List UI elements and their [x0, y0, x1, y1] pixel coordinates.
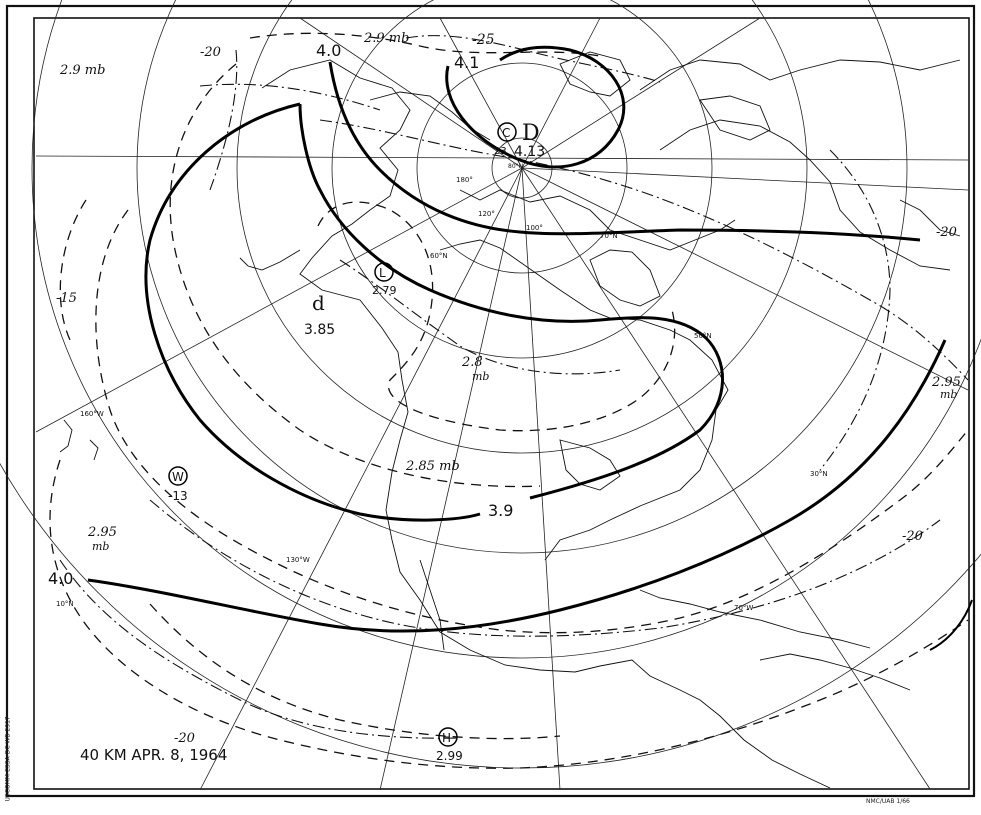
label-contour-3-9: 3.9	[488, 501, 513, 520]
contour-4-1	[445, 45, 626, 169]
cold-center: C D 23 4.13	[494, 121, 545, 160]
d-center-value: 3.85	[304, 322, 335, 338]
cold-center-symbol: C	[502, 126, 510, 140]
label-2-8: 2.8	[461, 355, 483, 370]
low-center-symbol: L	[379, 266, 386, 280]
map-border	[5, 4, 976, 798]
meridian-130w: 130°W	[286, 556, 310, 564]
contour-fragment	[929, 599, 973, 651]
label-2-95-left: 2.95	[87, 525, 117, 540]
credit-label: NMC/UAB 1/66	[866, 798, 910, 805]
label-temp-minus20-a: -20	[200, 45, 221, 60]
meridian-10n: 10°N	[56, 600, 74, 608]
label-temp-minus20-d: -20	[174, 731, 195, 746]
height-contours	[87, 45, 947, 633]
label-contour-4-0-south: 4.0	[48, 569, 73, 588]
map-frame	[33, 17, 970, 790]
label-2-9mb-left: 2.9 mb	[59, 63, 105, 78]
meridian-labels: 180° 120° 100° 80°N 70°N 60°N 50°N 30°N …	[56, 163, 828, 612]
contour-3-9-b	[298, 103, 724, 500]
warm-center-value: -13	[168, 489, 188, 503]
warm-center-symbol: W	[172, 470, 184, 484]
label-temp-minus20-c: -20	[902, 529, 923, 544]
meridian-180: 180°	[456, 176, 473, 184]
label-contour-4-0-north: 4.0	[316, 41, 341, 60]
label-temp-minus15: -15	[56, 291, 77, 306]
meridian-70w: 70°W	[734, 604, 753, 612]
label-temp-minus25: -25	[472, 32, 495, 48]
label-contour-4-1: 4.1	[454, 53, 479, 72]
high-center-symbol: H	[442, 731, 451, 745]
graticule	[0, 0, 981, 791]
pressure-isobars	[49, 32, 969, 769]
meridian-160w: 160°W	[80, 410, 104, 418]
meridian-120: 120°	[478, 210, 495, 218]
meridian-30n: 30°N	[810, 470, 828, 478]
meridian-70n: 70°N	[600, 232, 618, 240]
meridian-100: 100°	[526, 224, 543, 232]
meridian-80n: 80°N	[508, 163, 523, 170]
map-title: 40 KM APR. 8, 1964	[80, 746, 227, 764]
cold-center-sub: 23	[494, 146, 507, 157]
label-temp-minus20-b: -20	[936, 225, 957, 240]
low-center: L 2.79	[372, 262, 397, 297]
high-center: H 2.99	[436, 727, 463, 763]
cold-center-value: 4.13	[514, 144, 545, 160]
contour-3-9	[144, 102, 481, 522]
label-2-8-unit: mb	[472, 370, 489, 383]
contour-4-0-south	[87, 339, 947, 633]
label-2-95-right: 2.95	[931, 375, 961, 390]
label-2-95-right-unit: mb	[940, 388, 957, 401]
contour-4-0-north	[328, 61, 921, 242]
label-2-95-left-unit: mb	[92, 540, 109, 553]
low-center-value: 2.79	[372, 284, 397, 297]
label-2-85mb: 2.85 mb	[405, 459, 460, 474]
side-note: USCOMM-ESSA-DC WB 2317	[4, 716, 12, 802]
warm-center: W -13	[168, 466, 188, 503]
meridian-60n: 60°N	[430, 252, 448, 260]
meridian-50n: 50°N	[694, 332, 712, 340]
d-center-symbol: d	[312, 291, 325, 315]
d-center: d 3.85	[304, 291, 335, 338]
temperature-isotherms	[59, 35, 969, 739]
label-2-9mb-top: 2.9 mb	[363, 31, 409, 46]
cold-center-extra: D	[522, 121, 540, 146]
high-center-value: 2.99	[436, 749, 463, 763]
